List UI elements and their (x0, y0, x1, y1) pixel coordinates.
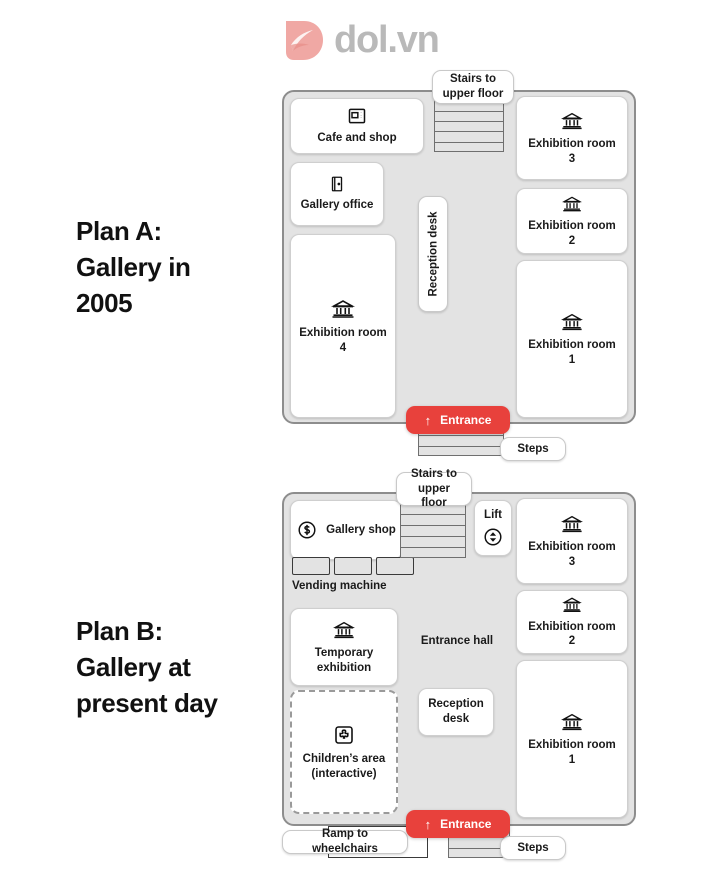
plan-b-vending-box-2 (334, 557, 372, 575)
plan-a-room-label: Exhibition room 3 (528, 137, 616, 165)
plan-b-room-label: Exhibition room 2 (528, 620, 616, 648)
plan-a-room-cafe-and-shop[interactable]: Cafe and shop (290, 98, 424, 154)
plan-a-room-exhibition-room-2[interactable]: Exhibition room 2 (516, 188, 628, 254)
plan-b-room-exhibition-room-3[interactable]: Exhibition room 3 (516, 498, 628, 584)
plan-a-room-exhibition-room-1[interactable]: Exhibition room 1 (516, 260, 628, 418)
plan-a-room-exhibition-room-3[interactable]: Exhibition room 3 (516, 96, 628, 180)
plan-b-lift-label: Lift (484, 509, 502, 522)
coffee-machine-icon (348, 108, 366, 124)
entrance-arrow-icon: ↑ (424, 412, 432, 428)
plan-a-reception-desk-label: Reception desk (427, 211, 439, 297)
plan-a-room-label: Cafe and shop (317, 132, 397, 145)
plan-b-entrance-badge[interactable]: ↑ Entrance (406, 810, 510, 838)
plan-b-vending-box-1 (292, 557, 330, 575)
museum-icon (562, 597, 582, 612)
plan-b-room-exhibition-room-1[interactable]: Exhibition room 1 (516, 660, 628, 818)
plan-a-room-gallery-office[interactable]: Gallery office (290, 162, 384, 226)
plan-b-lift[interactable]: Lift (474, 500, 512, 556)
plan-a-stairs-shaft (434, 100, 504, 152)
plan-b-stairs-shaft (400, 502, 466, 558)
museum-icon (561, 713, 583, 730)
plan-b-reception-desk[interactable]: Reception desk (418, 688, 494, 736)
plan-b-room-label: Exhibition room 1 (528, 738, 616, 766)
lift-updown-icon (484, 528, 502, 546)
plan-b-stairs-label: Stairs to upper floor (396, 468, 472, 509)
plan-b-title: Plan B: Gallery at present day (76, 616, 218, 718)
plan-a-entrance-badge[interactable]: ↑ Entrance (406, 406, 510, 434)
brand-logo: dol.vn (282, 18, 440, 62)
plan-b-entrance-hall-label: Entrance hall (420, 635, 494, 647)
plan-b-room-exhibition-room-2[interactable]: Exhibition room 2 (516, 590, 628, 654)
puzzle-piece-icon (335, 725, 353, 744)
museum-icon (561, 112, 583, 129)
plan-b-room-label: Children’s area (interactive) (302, 752, 386, 780)
plan-b-room-childrens-area[interactable]: Children’s area (interactive) (290, 690, 398, 814)
plan-a-entrance-label: Entrance (440, 413, 492, 427)
plan-a-title: Plan A: Gallery in 2005 (76, 216, 191, 318)
museum-icon (561, 515, 583, 532)
museum-icon (561, 313, 583, 330)
office-door-icon (331, 176, 343, 192)
plan-b-room-label: Temporary exhibition (314, 646, 374, 674)
plan-b-reception-desk-label: Reception desk (428, 698, 484, 725)
plan-a-room-label: Exhibition room 4 (299, 326, 387, 354)
plan-b-room-gallery-shop[interactable]: Gallery shop (290, 500, 402, 560)
museum-icon (562, 196, 582, 212)
plan-a-reception-desk[interactable]: Reception desk (418, 196, 448, 312)
plan-b-room-label: Gallery shop (326, 523, 396, 536)
plan-a-room-exhibition-room-4[interactable]: Exhibition room 4 (290, 234, 396, 418)
dollar-circle-icon (298, 521, 316, 539)
entrance-arrow-icon: ↑ (424, 816, 432, 832)
dol-leaf-logo-icon (286, 21, 323, 60)
plan-a-room-label: Gallery office (300, 199, 374, 212)
plan-b-ramp-label: Ramp to wheelchairs (282, 828, 408, 855)
plan-b-entrance-label: Entrance (440, 817, 492, 831)
plan-b-vending-machine-label: Vending machine (292, 580, 387, 592)
plan-b-room-temporary-exhibition[interactable]: Temporary exhibition (290, 608, 398, 686)
museum-icon (331, 299, 355, 318)
brand-name: dol.vn (334, 18, 440, 61)
plan-a-stairs-label: Stairs to upper floor (432, 70, 514, 104)
plan-b-room-label: Exhibition room 3 (528, 540, 616, 568)
plan-b-steps-label: Steps (500, 836, 566, 860)
plan-a-room-label: Exhibition room 1 (528, 338, 616, 366)
plan-a-room-label: Exhibition room 2 (528, 219, 616, 247)
museum-icon (333, 621, 355, 638)
plan-b-vending-box-3 (376, 557, 414, 575)
plan-a-steps-label: Steps (500, 437, 566, 461)
